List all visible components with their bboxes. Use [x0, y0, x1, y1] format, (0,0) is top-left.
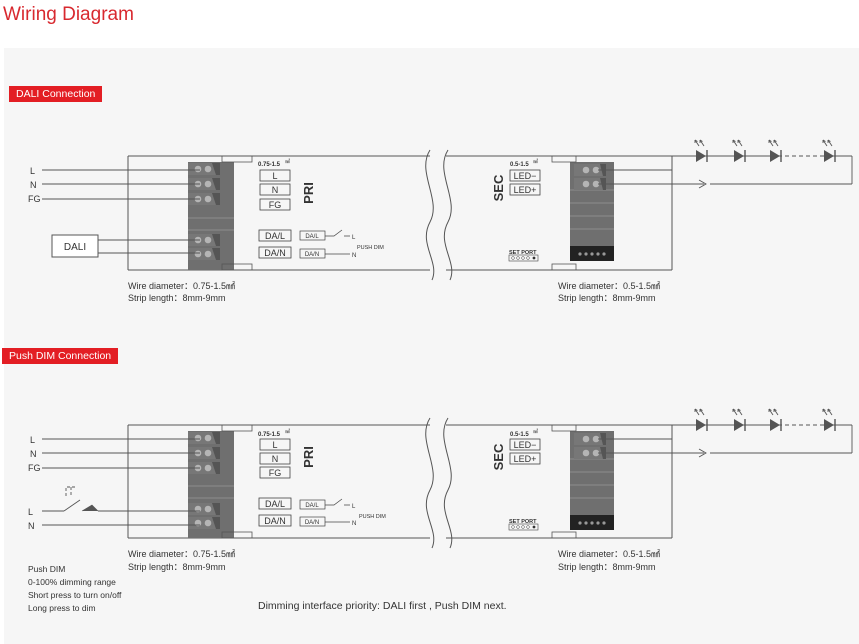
sec-label: SEC: [491, 174, 506, 201]
sec-wire-diameter: Wire diameter：0.5-1.5㎟: [558, 549, 660, 559]
push-dim-connection-tag: Push DIM Connection: [2, 348, 119, 364]
push-line-l-label: L: [30, 435, 35, 445]
mini-l: L: [352, 504, 356, 510]
push-input-l: L: [28, 507, 33, 517]
sec-strip-length: Strip length：8mm-9mm: [558, 293, 656, 303]
pri-term-l: L: [272, 171, 277, 181]
sec-label: SEC: [491, 443, 506, 470]
mini-l: L: [352, 235, 356, 241]
pri-wire-diameter: Wire diameter：0.75-1.5㎟: [128, 549, 235, 559]
sec-wire-spec: 0.5-1.5: [510, 162, 529, 168]
mini-dan: DA/N: [305, 520, 319, 526]
short-press-note: Short press to turn on/off: [28, 590, 122, 600]
set-port-label: SET PORT: [509, 519, 537, 525]
led-icon: [694, 408, 708, 432]
page-title: Wiring Diagram: [3, 4, 134, 25]
pri-term-dan: DA/N: [264, 516, 286, 526]
pri-label: PRI: [301, 446, 316, 468]
led-icon: [768, 408, 782, 432]
dali-input-label: DALI: [64, 242, 86, 253]
dali-line-fg-label: FG: [28, 194, 41, 204]
led-icon: [732, 408, 746, 432]
led-icon: [694, 139, 708, 163]
push-dim-mini-label: PUSH DIM: [357, 245, 384, 251]
pri-wire-diameter: Wire diameter：0.75-1.5㎟: [128, 281, 235, 291]
mini-dal: DA/L: [305, 503, 319, 509]
dali-connection-tag: DALI Connection: [9, 86, 103, 102]
sec-wire-spec: 0.5-1.5: [510, 432, 529, 438]
sec-led-minus: LED−: [514, 440, 537, 450]
led-icon: [768, 139, 782, 163]
pri-term-l: L: [272, 440, 277, 450]
dimming-priority-note: Dimming interface priority: DALI first ,…: [258, 600, 507, 612]
sec-led-plus: LED+: [514, 185, 537, 195]
long-press-note: Long press to dim: [28, 603, 96, 613]
push-dim-mini-label: PUSH DIM: [359, 514, 386, 520]
pri-wire-unit: ㎟: [285, 158, 290, 165]
mini-n: N: [352, 521, 356, 527]
push-dim-note-title: Push DIM: [28, 564, 65, 574]
pri-term-fg: FG: [269, 468, 282, 478]
dali-line-n-label: N: [30, 180, 37, 190]
mini-dal: DA/L: [305, 234, 319, 240]
pri-term-dan: DA/N: [264, 248, 286, 258]
pri-term-n: N: [272, 454, 279, 464]
led-icon: [822, 408, 836, 432]
pri-term-dal: DA/L: [265, 499, 285, 509]
sec-strip-length: Strip length：8mm-9mm: [558, 562, 656, 572]
pri-wire-spec: 0.75-1.5: [258, 162, 281, 168]
pri-label: PRI: [301, 182, 316, 204]
diagram-panel: [4, 48, 859, 644]
dali-input-box: [51, 234, 99, 258]
led-icon: [732, 139, 746, 163]
push-switch-icon: [42, 486, 200, 512]
push-line-fg-label: FG: [28, 463, 41, 473]
pri-term-dal: DA/L: [265, 231, 285, 241]
push-line-n-label: N: [30, 449, 37, 459]
set-port-label: SET PORT: [509, 250, 537, 256]
sec-wire-diameter: Wire diameter：0.5-1.5㎟: [558, 281, 660, 291]
pri-term-n: N: [272, 185, 279, 195]
led-icon: [822, 139, 836, 163]
push-dim-diagram: L N FG L N 0.75-1.5 ㎟ L N FG PRI DA/L DA…: [28, 408, 853, 613]
pri-wire-unit: ㎟: [285, 428, 290, 435]
sec-wire-unit: ㎟: [533, 158, 538, 165]
dali-diagram: L N FG DALI 0.75-1.5 ㎟ L N FG PRI DA/L D…: [28, 139, 853, 303]
pri-strip-length: Strip length：8mm-9mm: [128, 562, 226, 572]
sec-wire-unit: ㎟: [533, 428, 538, 435]
pri-wire-spec: 0.75-1.5: [258, 432, 281, 438]
push-input-n: N: [28, 521, 35, 531]
pri-term-fg: FG: [269, 200, 282, 210]
sec-led-minus: LED−: [514, 171, 537, 181]
sec-led-plus: LED+: [514, 454, 537, 464]
dimming-range-note: 0-100% dimming range: [28, 577, 116, 587]
mini-n: N: [352, 253, 356, 259]
pri-strip-length: Strip length：8mm-9mm: [128, 293, 226, 303]
dali-line-l-label: L: [30, 166, 35, 176]
mini-dan: DA/N: [305, 252, 319, 258]
